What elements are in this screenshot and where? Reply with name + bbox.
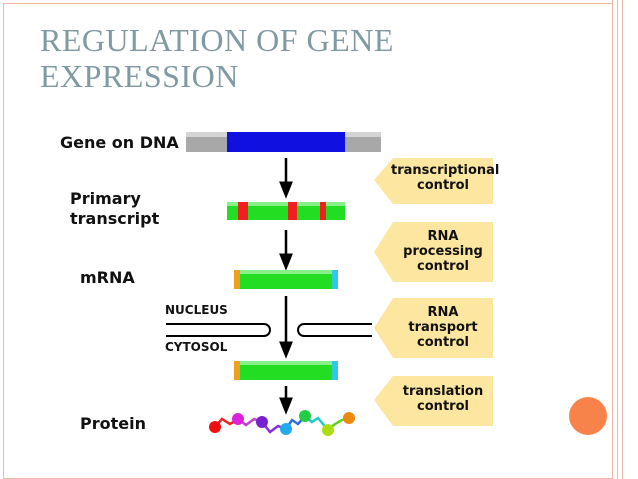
frame-line-right-2 xyxy=(617,0,618,479)
amino-acid-3 xyxy=(256,416,268,428)
label-cytosol: CYTOSOL xyxy=(165,340,228,354)
label-primary-transcript-line2: transcript xyxy=(70,209,160,228)
translation-control-text: translation control xyxy=(402,384,484,414)
label-nucleus: NUCLEUS xyxy=(165,303,228,317)
transcriptional-control-text: transcriptional control xyxy=(391,163,500,193)
amino-acid-1 xyxy=(209,421,221,433)
transcriptional-control-box xyxy=(374,158,493,204)
title-line-2: EXPRESSION xyxy=(40,58,239,94)
amino-acid-6 xyxy=(322,424,334,436)
mrna-bar-nucleus xyxy=(234,270,338,289)
slide-title: REGULATION OF GENE EXPRESSION xyxy=(40,22,394,94)
rna-processing-control-text: RNA processing control xyxy=(403,229,483,274)
mrna-bar-cytosol xyxy=(234,361,338,380)
label-primary-transcript-line1: Primary xyxy=(70,189,141,208)
decorative-circle xyxy=(569,397,607,435)
amino-acid-7 xyxy=(343,412,355,424)
frame-line-right-1 xyxy=(612,0,613,479)
amino-acid-4 xyxy=(280,423,292,435)
primary-transcript-bar xyxy=(227,202,345,220)
label-protein: Protein xyxy=(80,414,146,433)
rna-processing-control-box xyxy=(374,222,493,282)
title-line-1: REGULATION OF GENE xyxy=(40,22,394,58)
translation-control-box xyxy=(374,376,493,426)
frame-line-right-3 xyxy=(622,0,623,479)
nuclear-envelope xyxy=(166,323,372,337)
dna-gene-bar xyxy=(186,132,381,152)
control-boxes xyxy=(374,158,493,426)
protein-chain xyxy=(209,410,355,436)
rna-transport-control-box xyxy=(374,298,493,358)
amino-acid-5 xyxy=(299,410,311,422)
label-gene-on-dna: Gene on DNA xyxy=(60,133,179,152)
label-mrna: mRNA xyxy=(80,268,135,287)
amino-acid-2 xyxy=(232,413,244,425)
rna-transport-control-text: RNA transport control xyxy=(408,305,478,350)
